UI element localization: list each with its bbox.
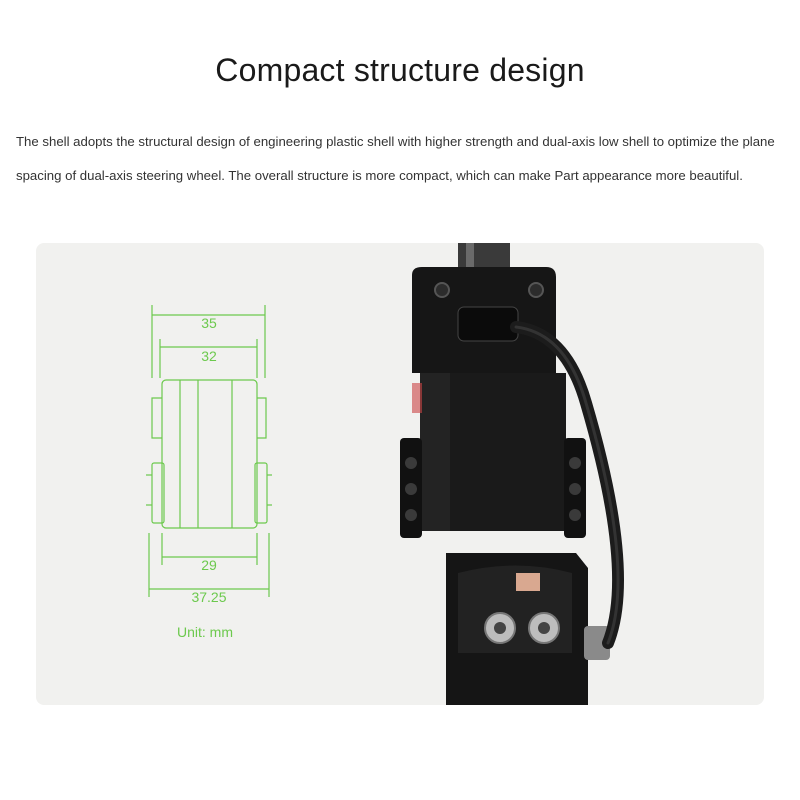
unit-label: Unit: mm [177,624,233,640]
page-title: Compact structure design [215,52,585,88]
dimension-35: 35 [201,315,217,331]
dimension-32: 32 [201,348,217,364]
product-image-panel: 35 32 29 37.25 Unit: mm [36,243,764,705]
dimension-29: 29 [201,557,217,573]
page-description: The shell adopts the structural design o… [16,134,775,183]
dimension-37-25: 37.25 [191,589,227,605]
dimension-drawing [146,305,272,597]
servo-bracket-photo [400,243,625,705]
